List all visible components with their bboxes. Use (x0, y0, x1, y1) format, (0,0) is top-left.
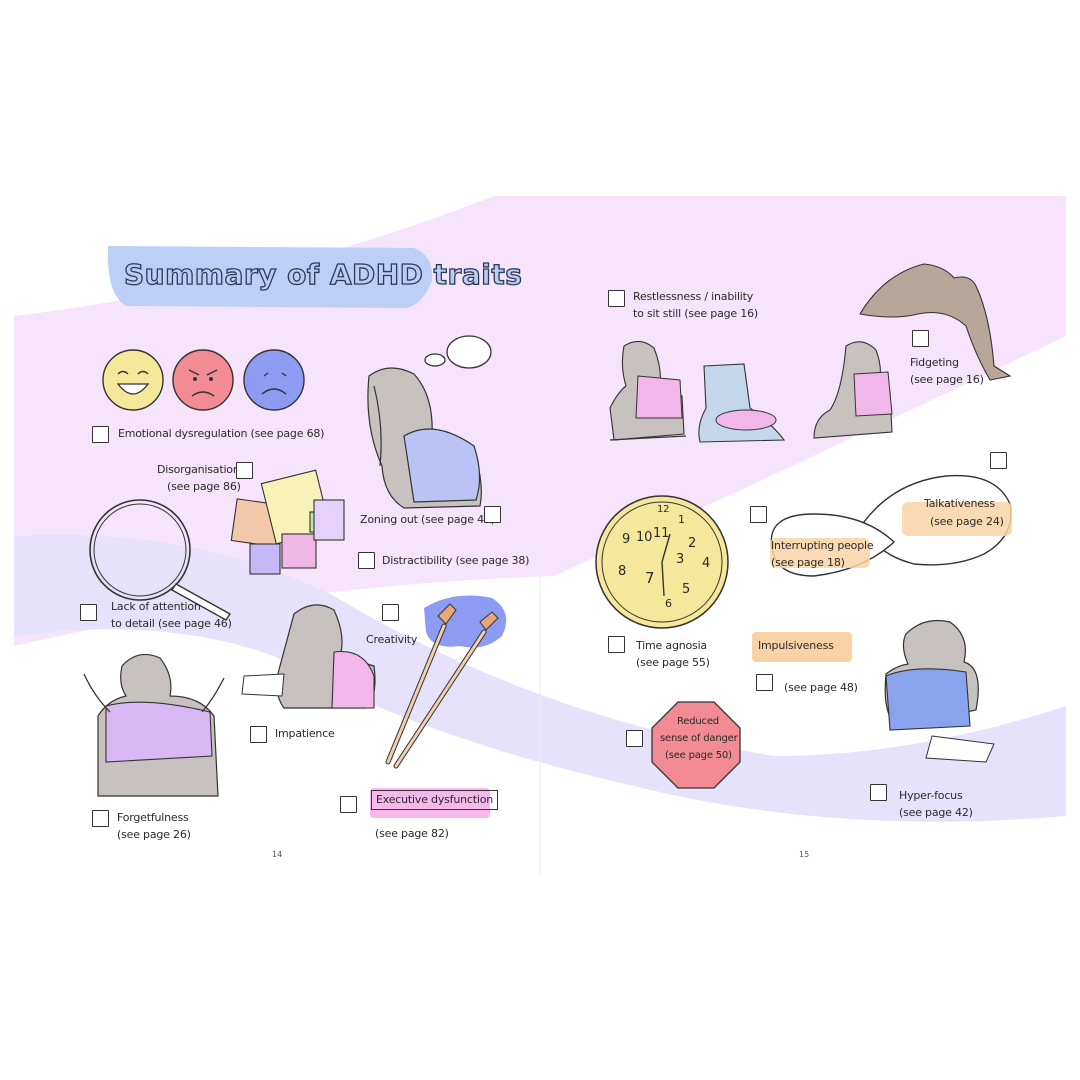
trait-reduced-danger-3: (see page 50) (665, 750, 732, 761)
trait-creativity: Creativity (366, 633, 418, 646)
trait-executive-dysfunction: Executive dysfunction (371, 790, 499, 810)
checkbox-creativity[interactable] (382, 604, 399, 621)
clock-number-3: 3 (676, 552, 685, 567)
clock-number-5: 5 (682, 582, 691, 597)
trait-impatience: Impatience (275, 727, 335, 740)
checkbox-emotional[interactable] (92, 426, 109, 443)
trait-time-agnosia: Time agnosia (636, 639, 707, 652)
trait-hyper-focus-page: (see page 42) (899, 806, 973, 819)
trait-forgetfulness-page: (see page 26) (117, 828, 191, 841)
trait-impulsiveness: Impulsiveness (758, 639, 834, 652)
trait-reduced-danger-1: Reduced (677, 716, 719, 727)
checkbox-talkativeness[interactable] (990, 452, 1007, 469)
clock-number-2: 2 (688, 536, 697, 551)
checkbox-lack-of-attention[interactable] (80, 604, 97, 621)
book-spread: Summary of ADHD traits Emotional dysregu… (14, 196, 1066, 876)
clock-number-10: 10 (636, 530, 653, 545)
trait-zoning-out: Zoning out (see page 45) (360, 513, 495, 526)
zoning-out-person-illustration (367, 367, 482, 509)
title-highlight (107, 246, 433, 308)
trait-fidgeting: Fidgeting (910, 356, 959, 369)
forgetful-person-illustration (83, 653, 225, 797)
trait-disorganisation: Disorganisation (157, 463, 240, 476)
exec-highlight (370, 788, 490, 818)
lavender-band (14, 534, 1066, 822)
trait-restlessness-page: to sit still (see page 16) (633, 307, 758, 320)
magnifying-glass-icon (89, 499, 232, 621)
checkbox-impulsiveness[interactable] (756, 674, 773, 691)
checkbox-impatience[interactable] (250, 726, 267, 743)
stop-sign-icon (651, 701, 741, 789)
checkbox-interrupting[interactable] (750, 506, 767, 523)
checkbox-zoning-out[interactable] (484, 506, 501, 523)
trait-talkativeness-page: (see page 24) (930, 515, 1004, 528)
happy-face-icon (102, 349, 164, 411)
clock-icon (595, 495, 729, 629)
page-title: Summary of ADHD traits (123, 257, 523, 291)
checkbox-hyper-focus[interactable] (870, 784, 887, 801)
clock-number-1: 1 (678, 513, 685, 526)
sad-face-icon (243, 349, 305, 411)
checkbox-disorganisation[interactable] (236, 462, 253, 479)
restless-people-illustration (609, 340, 893, 443)
paintbrush-icon (385, 595, 507, 769)
trait-fidgeting-page: (see page 16) (910, 373, 984, 386)
trait-hyper-focus: Hyper-focus (899, 789, 963, 802)
checkbox-fidgeting[interactable] (912, 330, 929, 347)
fidgeting-hands-illustration (859, 263, 1012, 381)
trait-distractibility: Distractibility (see page 38) (382, 554, 530, 567)
angry-face-icon (172, 349, 234, 411)
clock-number-12: 12 (657, 504, 670, 515)
trait-talkativeness: Talkativeness (924, 497, 995, 510)
checkbox-time-agnosia[interactable] (608, 636, 625, 653)
page-number-right: 15 (799, 850, 810, 859)
trait-executive-dysfunction-page: (see page 82) (375, 827, 449, 840)
speech-bubble-talkativeness-icon (863, 474, 1012, 566)
checkbox-restlessness[interactable] (608, 290, 625, 307)
background-illustrations (14, 196, 1066, 876)
clock-number-9: 9 (622, 532, 631, 547)
clock-number-11: 11 (653, 526, 670, 541)
speech-bubble-interrupting-icon (770, 513, 896, 577)
trait-disorganisation-page: (see page 86) (167, 480, 241, 493)
checkbox-reduced-danger[interactable] (626, 730, 643, 747)
trait-emotional: Emotional dysregulation (see page 68) (118, 427, 325, 440)
trait-time-agnosia-page: (see page 55) (636, 656, 710, 669)
clock-number-8: 8 (618, 564, 627, 579)
page-number-left: 14 (272, 850, 283, 859)
clock-number-7: 7 (645, 569, 655, 587)
trait-reduced-danger-2: sense of danger (660, 733, 738, 744)
impulse-highlight (752, 632, 852, 662)
thought-bubble-icon (424, 335, 492, 369)
trait-interrupting-page: (see page 18) (771, 556, 845, 569)
trait-restlessness: Restlessness / inability (633, 290, 754, 303)
impatient-person-illustration (241, 604, 376, 709)
hyper-focus-person-illustration (884, 619, 995, 763)
page-title-block: Summary of ADHD traits (106, 244, 522, 308)
clock-number-4: 4 (702, 556, 711, 571)
trait-lack-of-attention-page: to detail (see page 46) (111, 617, 232, 630)
trait-interrupting: Interrupting people (771, 539, 874, 552)
scattered-papers-illustration (230, 469, 345, 575)
trait-lack-of-attention: Lack of attention (111, 600, 201, 613)
checkbox-distractibility[interactable] (358, 552, 375, 569)
trait-forgetfulness: Forgetfulness (117, 811, 189, 824)
clock-number-6: 6 (665, 597, 672, 610)
trait-impulsiveness-page: (see page 48) (784, 681, 858, 694)
checkbox-forgetfulness[interactable] (92, 810, 109, 827)
checkbox-executive-dysfunction[interactable] (340, 796, 357, 813)
